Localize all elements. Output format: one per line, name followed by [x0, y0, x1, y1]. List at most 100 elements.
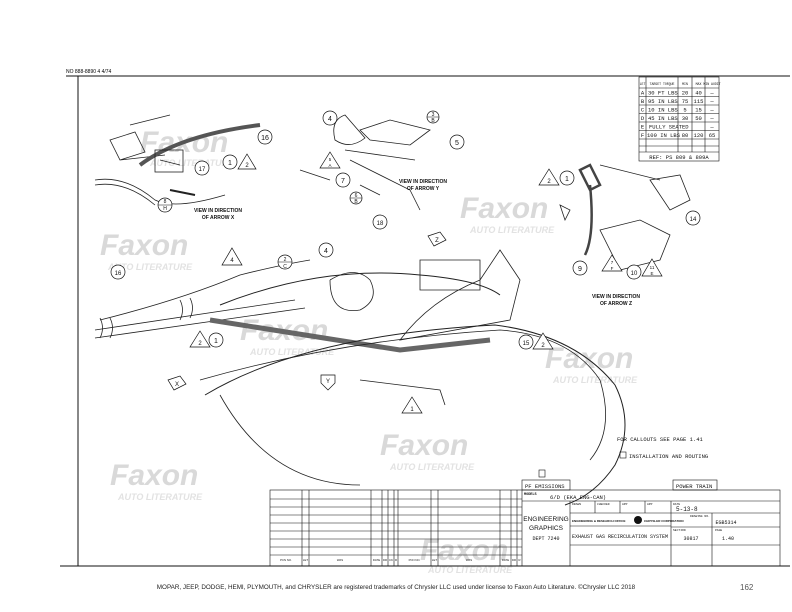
rev-header: PCN NO. — [280, 558, 292, 562]
callout-6: 6 — [355, 193, 358, 199]
watermark-sub: AUTO LITERATURE — [427, 565, 513, 575]
callout-11-letter: E — [650, 271, 653, 276]
callout-1: 1 — [214, 338, 218, 345]
watermark-sub: AUTO LITERATURE — [389, 462, 475, 472]
company-label: CHRYSLER CORPORATION — [644, 519, 684, 523]
drawing-no-value: EGB5314 — [715, 520, 736, 526]
callout-8-letter: H — [163, 206, 167, 212]
dept-number: DEPT 7240 — [532, 536, 559, 542]
section-value: 30817 — [683, 536, 698, 542]
rev-header: CK — [389, 558, 393, 562]
cell: 45 IN LBS — [648, 115, 678, 122]
callouts: 16 1 2 17 8H VIEW IN DIRECTION OF ARROW … — [110, 110, 701, 414]
arrow-z-label: Z — [435, 238, 439, 244]
cell: — — [709, 115, 714, 122]
callout-6-letter: B — [354, 199, 358, 205]
th-min-audit: MIN AUDIT — [703, 82, 720, 86]
watermark-sub: AUTO LITERATURE — [552, 375, 638, 385]
rev-header: DATE — [502, 558, 509, 562]
installation-symbol-icon — [619, 451, 627, 459]
callout-2: 2 — [547, 179, 551, 185]
app-label: APP — [622, 503, 628, 506]
watermark-sub: AUTO LITERATURE — [117, 492, 203, 502]
line-art — [94, 114, 691, 506]
cell: 115 — [694, 98, 704, 105]
callout-2: 2 — [198, 341, 202, 347]
callout-14: 14 — [690, 217, 697, 223]
callout-5: 5 — [455, 140, 459, 147]
callout-7: 7 — [611, 260, 614, 265]
callout-3-letter: B — [431, 118, 435, 124]
th-target-torque: TARGET TORQUE — [650, 82, 675, 86]
th-max: MAX — [696, 82, 702, 86]
watermark-brand: Faxon — [420, 534, 508, 567]
view-z-line2: OF ARROW Z — [600, 301, 632, 307]
dept-line1: ENGINEERING — [523, 516, 569, 523]
drawn-label: DRAWN — [572, 503, 581, 506]
rev-header: PCN NO. — [409, 558, 421, 562]
page-value: 1.40 — [722, 536, 734, 542]
date-label: DATE — [673, 503, 680, 506]
callout-2: 2 — [541, 343, 545, 349]
models-value: 6/D (EKA ENG-CAN) — [550, 494, 606, 501]
note-installation: INSTALLATION AND ROUTING — [629, 453, 708, 460]
callout-11: 11 — [650, 265, 655, 270]
rev-header: R — [518, 558, 520, 562]
callout-18: 18 — [377, 221, 384, 227]
callout-17: 17 — [199, 167, 206, 173]
note-callouts: FOR CALLOUTS SEE PAGE 1.41 — [617, 436, 704, 443]
rev-header: DR — [383, 558, 387, 562]
page-number: 162 — [740, 583, 754, 592]
callout-5a: 5 — [329, 157, 332, 162]
callout-circle — [257, 129, 273, 145]
cell: D — [641, 115, 645, 122]
title-block — [60, 479, 781, 567]
cell: 75 — [682, 98, 689, 105]
torque-table-text: LET TARGET TORQUE MIN MAX MIN AUDIT A 30… — [640, 82, 721, 161]
watermark-sub: AUTO LITERATURE — [469, 225, 555, 235]
view-z-line1: VIEW IN DIRECTION — [592, 294, 640, 300]
checked-label: CHECKED — [597, 503, 610, 506]
callout-3: 3 — [432, 112, 435, 118]
callout-10: 10 — [631, 271, 638, 277]
cell: 40 — [695, 90, 702, 97]
rev-header: R — [395, 558, 397, 562]
callout-7-letter: F — [611, 266, 614, 271]
cell: 30 — [682, 115, 689, 122]
cell: 30 FT LBS — [648, 90, 678, 97]
callout-5a-letter: A — [328, 163, 331, 168]
cell: B — [641, 98, 645, 105]
watermark-sub: AUTO LITERATURE — [107, 262, 193, 272]
watermark-brand: Faxon — [380, 429, 468, 462]
cell: — — [709, 124, 714, 131]
callout-triangle — [237, 153, 257, 170]
callout-1: 1 — [228, 160, 232, 167]
callout-1: 1 — [410, 407, 414, 413]
cell: — — [709, 107, 714, 114]
cell: E — [641, 124, 645, 131]
watermark-sub: AUTO LITERATURE — [249, 347, 335, 357]
callout-16: 16 — [115, 271, 122, 277]
rev-header: LET — [432, 558, 437, 562]
cell: 120 — [694, 132, 704, 139]
models-label: MODELS — [524, 493, 537, 497]
cell: 50 — [695, 115, 702, 122]
rev-header: WAS — [337, 558, 343, 562]
callout-2-letter: C — [283, 264, 287, 270]
watermarks: Faxon AUTO LITERATURE Faxon AUTO LITERAT… — [100, 126, 638, 575]
view-y-line2: OF ARROW Y — [407, 186, 440, 192]
watermark-brand: Faxon — [460, 192, 548, 225]
drawing-code: NO 888-8890 4 4/74 — [66, 69, 112, 75]
date-value: 5-13-8 — [676, 506, 698, 513]
callout-16: 16 — [261, 135, 269, 142]
category-label: POWER TRAIN — [676, 483, 712, 490]
callout-circle — [222, 154, 238, 170]
callout-2: 2 — [284, 257, 287, 263]
torque-reference: REF: PS 809 & 809A — [649, 154, 709, 161]
arrow-x-label: X — [175, 382, 179, 388]
watermark-brand: Faxon — [545, 342, 633, 375]
watermark-brand: Faxon — [100, 229, 188, 262]
group-label: PF EMISSIONS — [525, 483, 565, 490]
callout-4: 4 — [230, 258, 234, 264]
watermark-sub: AUTO LITERATURE — [149, 158, 235, 168]
